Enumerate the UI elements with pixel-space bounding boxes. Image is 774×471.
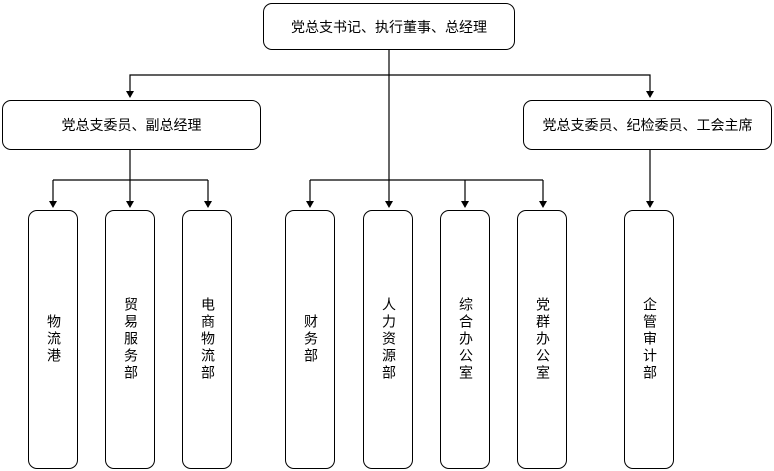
dept-label: 企管审计部	[641, 297, 657, 382]
dept-general-office: 综合办公室	[440, 210, 490, 469]
discipline-committee-node: 党总支委员、纪检委员、工会主席	[523, 100, 772, 150]
dept-party-office: 党群办公室	[517, 210, 567, 469]
discipline-committee-label: 党总支委员、纪检委员、工会主席	[542, 118, 753, 134]
dept-label: 人力资源部	[380, 297, 396, 382]
deputy-manager-node: 党总支委员、副总经理	[2, 100, 261, 150]
dept-label: 物流港	[45, 314, 61, 365]
dept-ecommerce-logistics: 电商物流部	[182, 210, 232, 469]
dept-audit: 企管审计部	[624, 210, 674, 469]
dept-label: 综合办公室	[457, 297, 473, 382]
dept-logistics-port: 物流港	[28, 210, 78, 469]
general-manager-node: 党总支书记、执行董事、总经理	[263, 3, 515, 50]
dept-finance: 财务部	[285, 210, 335, 469]
dept-human-resources: 人力资源部	[363, 210, 413, 469]
dept-label: 贸易服务部	[122, 297, 138, 382]
dept-label: 财务部	[302, 314, 318, 365]
dept-label: 党群办公室	[534, 297, 550, 382]
dept-label: 电商物流部	[199, 297, 215, 382]
connector-top-right	[389, 74, 654, 98]
general-manager-label: 党总支书记、执行董事、总经理	[291, 19, 487, 36]
connector-top-left	[126, 50, 390, 98]
deputy-manager-label: 党总支委员、副总经理	[61, 118, 202, 134]
dept-trade-service: 贸易服务部	[105, 210, 155, 469]
